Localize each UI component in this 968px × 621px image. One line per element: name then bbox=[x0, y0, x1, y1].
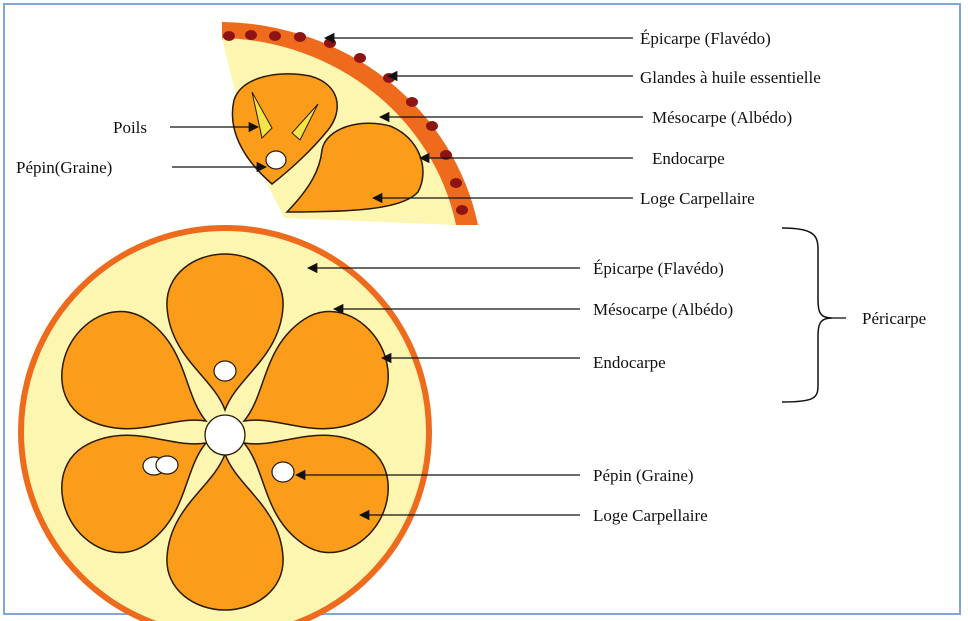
oil-gland bbox=[450, 178, 462, 188]
oil-gland bbox=[406, 97, 418, 107]
oil-gland bbox=[245, 30, 257, 40]
seed bbox=[214, 361, 236, 381]
label-epicarpe-bottom: Épicarpe (Flavédo) bbox=[593, 259, 724, 278]
oil-gland bbox=[354, 53, 366, 63]
oil-gland bbox=[456, 205, 468, 215]
cross-section bbox=[21, 228, 429, 621]
label-poils: Poils bbox=[113, 118, 147, 137]
label-pericarpe: Péricarpe bbox=[862, 309, 926, 328]
oil-gland bbox=[324, 38, 336, 48]
label-pepin-top: Pépin(Graine) bbox=[16, 158, 112, 177]
seed bbox=[156, 456, 178, 474]
label-loge-bottom: Loge Carpellaire bbox=[593, 506, 708, 525]
central-axis bbox=[205, 415, 245, 455]
seed bbox=[272, 462, 294, 482]
oil-gland bbox=[426, 121, 438, 131]
oil-gland bbox=[223, 31, 235, 41]
label-loge-top: Loge Carpellaire bbox=[640, 189, 755, 208]
oil-gland bbox=[269, 31, 281, 41]
label-pepin-bottom: Pépin (Graine) bbox=[593, 466, 694, 485]
segment-seed bbox=[266, 151, 286, 169]
label-epicarpe-top: Épicarpe (Flavédo) bbox=[640, 29, 771, 48]
oil-gland bbox=[294, 32, 306, 42]
label-glandes: Glandes à huile essentielle bbox=[640, 68, 821, 87]
pericarpe-brace bbox=[782, 228, 832, 402]
segment-view bbox=[222, 22, 478, 225]
oil-gland bbox=[383, 73, 395, 83]
label-mesocarpe-top: Mésocarpe (Albédo) bbox=[652, 108, 792, 127]
label-mesocarpe-bottom: Mésocarpe (Albédo) bbox=[593, 300, 733, 319]
label-endocarpe-top: Endocarpe bbox=[652, 149, 725, 168]
label-endocarpe-bottom: Endocarpe bbox=[593, 353, 666, 372]
